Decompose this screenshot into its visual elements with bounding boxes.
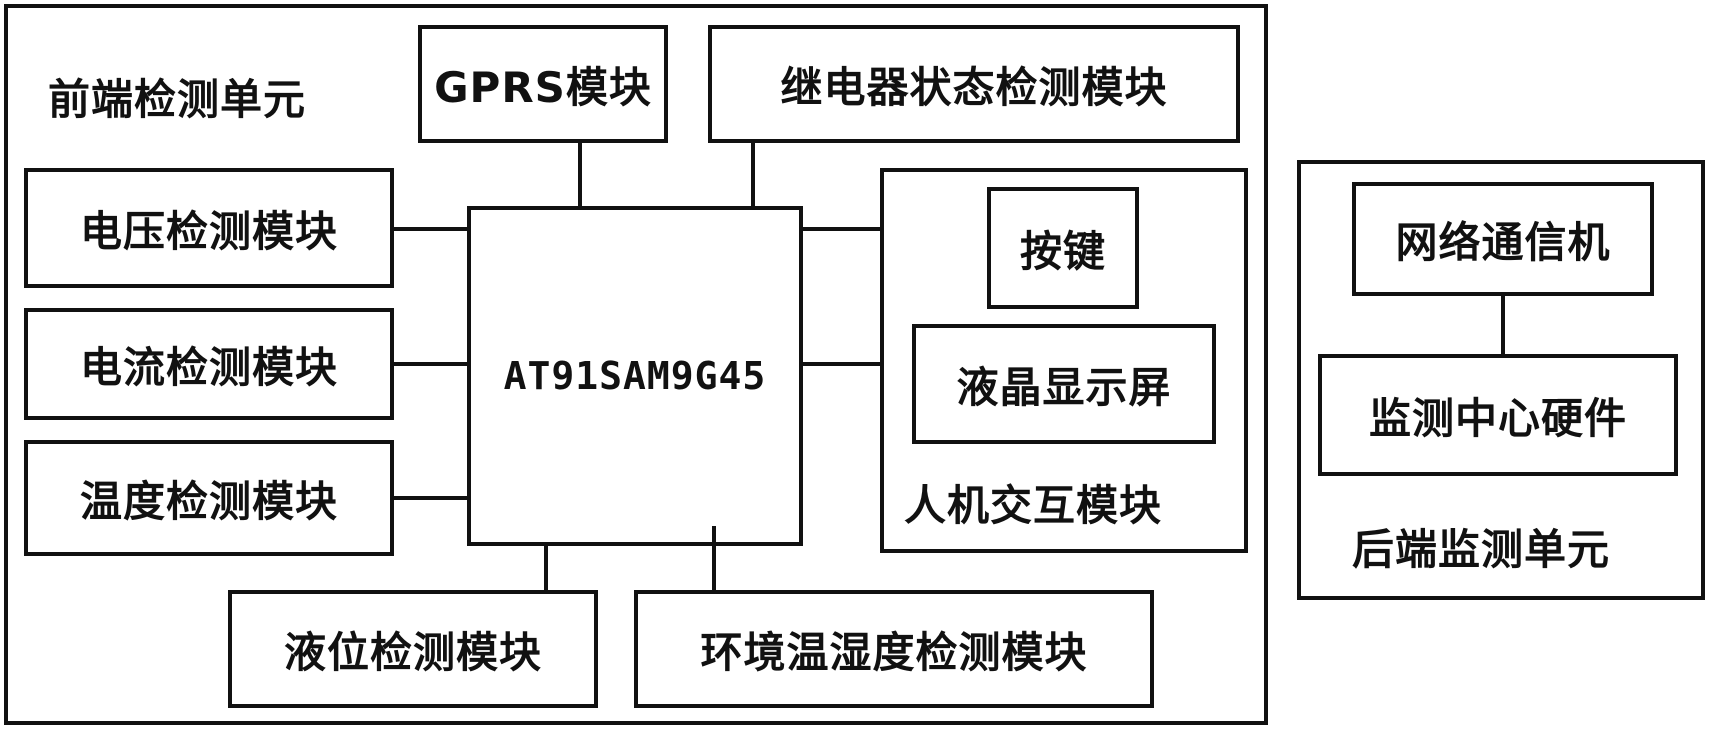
front-end-unit-frame xyxy=(4,4,1268,725)
level-connector xyxy=(544,546,548,590)
current-module-label: 电流检测模块 xyxy=(79,342,338,392)
relay-connector xyxy=(751,143,755,206)
voltage-module-label: 电压检测模块 xyxy=(79,206,338,256)
gprs-connector xyxy=(578,143,582,206)
temperature-module-label: 温度检测模块 xyxy=(79,476,338,526)
env-module: 环境温湿度检测模块 xyxy=(634,590,1154,708)
temperature-module: 温度检测模块 xyxy=(24,440,394,556)
relay-status-module-label: 继电器状态检测模块 xyxy=(780,62,1168,112)
voltage-module: 电压检测模块 xyxy=(24,168,394,288)
temperature-connector xyxy=(394,496,467,500)
hmi-module-title: 人机交互模块 xyxy=(904,481,1163,530)
hmi-module-frame xyxy=(880,168,1248,553)
front-end-unit-title: 前端检测单元 xyxy=(48,75,307,124)
gprs-module-label: GPRS模块 xyxy=(434,62,652,112)
voltage-connector xyxy=(394,227,467,231)
network-comm-box: 网络通信机 xyxy=(1352,182,1654,296)
current-connector xyxy=(394,362,467,366)
lcd-label: 液晶显示屏 xyxy=(956,362,1172,412)
mcu-block: AT91SAM9G45 xyxy=(467,206,803,546)
back-end-unit-frame xyxy=(1297,160,1705,600)
relay-status-module: 继电器状态检测模块 xyxy=(708,25,1240,143)
keys-box: 按键 xyxy=(987,187,1139,309)
level-module-label: 液位检测模块 xyxy=(283,627,542,677)
current-module: 电流检测模块 xyxy=(24,308,394,420)
network-comm-label: 网络通信机 xyxy=(1395,217,1611,267)
env-connector xyxy=(712,526,716,590)
mcu-label: AT91SAM9G45 xyxy=(503,354,767,398)
level-module: 液位检测模块 xyxy=(228,590,598,708)
back-end-unit-title: 后端监测单元 xyxy=(1352,525,1611,574)
gprs-module: GPRS模块 xyxy=(418,25,668,143)
lcd-box: 液晶显示屏 xyxy=(912,324,1216,444)
keys-label: 按键 xyxy=(1019,226,1106,276)
hmi-lower-connector xyxy=(803,362,880,366)
back-end-connector xyxy=(1501,296,1505,354)
env-module-label: 环境温湿度检测模块 xyxy=(700,627,1088,677)
monitor-hardware-label: 监测中心硬件 xyxy=(1368,393,1627,443)
hmi-upper-connector xyxy=(803,227,880,231)
monitor-hardware-box: 监测中心硬件 xyxy=(1318,354,1678,476)
